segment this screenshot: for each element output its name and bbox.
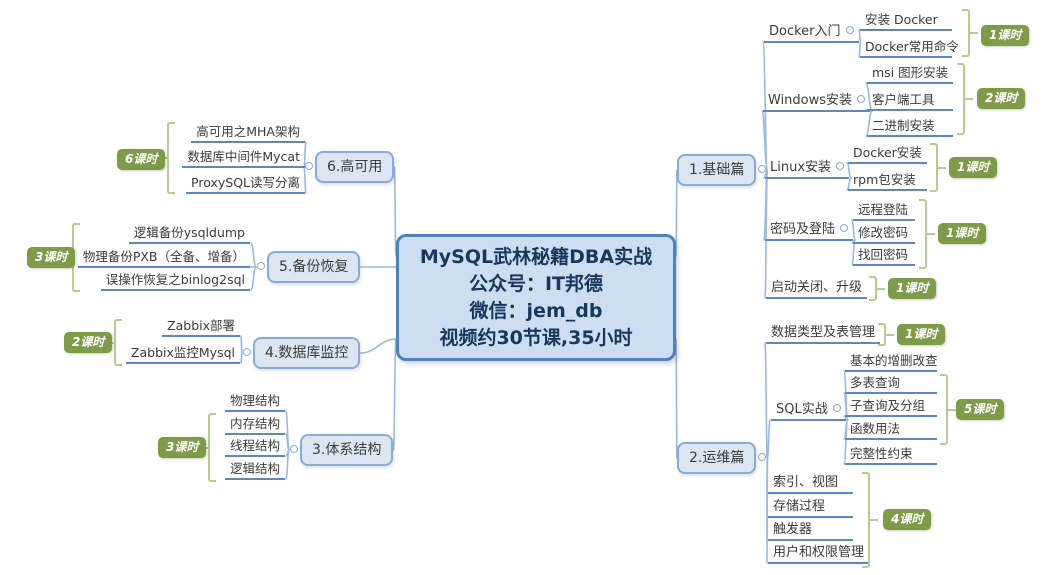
summary-bracket (930, 143, 946, 192)
badge-backup-hours[interactable]: 3课时 (27, 247, 76, 268)
branch-node-jichu-label: 1.基础篇 (689, 162, 745, 178)
leaf-proxysql-rw-split[interactable]: ProxySQL读写分离 (186, 173, 305, 194)
leaf-rpm-install[interactable]: rpm包安装 (848, 170, 927, 191)
collapse-icon[interactable] (836, 162, 845, 170)
leaf-logical-backup[interactable]: 逻辑备份ysqldump (128, 223, 250, 244)
badge-architecture-hours[interactable]: 3课时 (158, 437, 207, 458)
branch-node-beifen[interactable]: 5.备份恢复 (257, 251, 361, 283)
badge-sql-hours[interactable]: 5课时 (956, 399, 1005, 420)
summary-bracket (159, 122, 175, 194)
leaf-memory-structure[interactable]: 内存结构 (224, 414, 285, 435)
leaf-msi-install[interactable]: msi 图形安装 (867, 63, 953, 84)
summary-bracket (957, 63, 973, 135)
subtopic-sql-practice[interactable]: SQL实战 (771, 400, 846, 421)
branch-node-gaokeyong-label: 6.高可用 (327, 159, 383, 175)
subtopic-password-login[interactable]: 密码及登陆 (765, 220, 854, 241)
subtopic-start-stop-upgrade[interactable]: 启动关闭、升级 (766, 278, 868, 299)
leaf-integrity-constraints[interactable]: 完整性约束 (845, 444, 937, 465)
leaf-logical-structure[interactable]: 逻辑结构 (224, 459, 285, 480)
summary-bracket (106, 319, 122, 366)
leaf-zabbix-monitor-mysql[interactable]: Zabbix监控Mysql (125, 343, 240, 364)
summary-bracket (869, 276, 885, 301)
leaf-remote-login[interactable]: 远程登陆 (853, 200, 915, 221)
leaf-docker-commands[interactable]: Docker常用命令 (860, 37, 959, 58)
subtopic-docker-intro[interactable]: Docker入门 (764, 22, 859, 43)
collapse-icon[interactable] (840, 224, 849, 232)
leaf-thread-structure[interactable]: 线程结构 (224, 436, 285, 457)
leaf-basic-crud[interactable]: 基本的增删改查 (845, 351, 938, 372)
leaf-physical-structure[interactable]: 物理结构 (224, 391, 285, 412)
branch-node-yunwei[interactable]: 2.运维篇 (677, 442, 767, 474)
badge-ha-hours[interactable]: 6课时 (117, 149, 166, 170)
collapse-icon[interactable] (257, 262, 265, 270)
branch-node-tixi-label: 3.体系结构 (312, 442, 382, 458)
subtopic-password-login-label: 密码及登陆 (770, 222, 836, 237)
subtopic-stored-procedures[interactable]: 存储过程 (768, 497, 853, 518)
badge-password-hours[interactable]: 1课时 (938, 223, 987, 244)
collapse-icon[interactable] (290, 445, 298, 453)
leaf-recover-password[interactable]: 找回密码 (853, 245, 915, 266)
branch-node-jichu[interactable]: 1.基础篇 (677, 154, 767, 186)
subtopic-index-views[interactable]: 索引、视图 (768, 473, 853, 494)
subtopic-users-permissions[interactable]: 用户和权限管理 (768, 543, 870, 564)
leaf-mycat-middleware[interactable]: 数据库中间件Mycat (182, 147, 305, 168)
central-topic-line4: 视频约30节课,35小时 (439, 326, 633, 349)
summary-bracket (919, 199, 935, 269)
badge-docker-hours[interactable]: 1课时 (981, 25, 1030, 46)
leaf-install-docker[interactable]: 安装 Docker (860, 10, 952, 31)
collapse-icon[interactable] (305, 162, 313, 170)
leaf-subquery-grouping[interactable]: 子查询及分组 (845, 396, 937, 417)
leaf-zabbix-deploy[interactable]: Zabbix部署 (162, 316, 240, 337)
subtopic-windows-install-label: Windows安装 (768, 93, 853, 108)
badge-monitor-hours[interactable]: 2课时 (64, 332, 113, 353)
summary-bracket (200, 413, 216, 482)
branch-node-gaokeyong[interactable]: 6.高可用 (305, 151, 395, 183)
subtopic-triggers[interactable]: 触发器 (768, 520, 853, 541)
leaf-client-tools[interactable]: 客户端工具 (867, 90, 953, 111)
badge-windows-hours[interactable]: 2课时 (977, 88, 1026, 109)
leaf-physical-backup-pxb[interactable]: 物理备份PXB（全备、增备） (77, 247, 250, 268)
summary-bracket (962, 9, 978, 57)
collapse-icon[interactable] (243, 348, 251, 356)
collapse-icon[interactable] (758, 165, 767, 173)
subtopic-linux-install[interactable]: Linux安装 (765, 158, 850, 179)
leaf-docker-install[interactable]: Docker安装 (848, 143, 927, 164)
badge-startstop-hours[interactable]: 1课时 (888, 278, 937, 299)
leaf-binlog2sql-recovery[interactable]: 误操作恢复之binlog2sql (100, 270, 250, 291)
central-topic-line3: 微信：jem_db (469, 299, 603, 322)
summary-bracket (940, 374, 956, 445)
central-topic[interactable]: MySQL武林秘籍DBA实战 公众号：IT邦德 微信：jem_db 视频约30节… (396, 234, 676, 361)
badge-linux-hours[interactable]: 1课时 (949, 157, 998, 178)
leaf-function-usage[interactable]: 函数用法 (845, 419, 937, 440)
badge-datatypes-hours[interactable]: 1课时 (897, 324, 946, 345)
branch-node-jiankong-label: 4.数据库监控 (265, 345, 349, 361)
summary-bracket (862, 472, 878, 568)
central-topic-line2: 公众号：IT邦德 (468, 272, 604, 295)
leaf-binary-install[interactable]: 二进制安装 (867, 116, 953, 137)
branch-node-beifen-label: 5.备份恢复 (279, 259, 349, 275)
subtopic-linux-install-label: Linux安装 (770, 160, 832, 175)
subtopic-sql-practice-label: SQL实战 (776, 402, 828, 417)
collapse-icon[interactable] (832, 404, 841, 412)
leaf-mha-architecture[interactable]: 高可用之MHA架构 (191, 122, 305, 143)
leaf-change-password[interactable]: 修改密码 (853, 223, 915, 244)
subtopic-docker-intro-label: Docker入门 (769, 24, 841, 39)
subtopic-windows-install[interactable]: Windows安装 (763, 91, 871, 112)
branch-node-yunwei-label: 2.运维篇 (689, 450, 745, 466)
subtopic-datatypes-tables[interactable]: 数据类型及表管理 (766, 323, 881, 344)
collapse-icon[interactable] (845, 26, 854, 34)
branch-node-tixi[interactable]: 3.体系结构 (290, 434, 394, 466)
central-topic-title: MySQL武林秘籍DBA实战 (419, 245, 653, 268)
branch-node-jiankong[interactable]: 4.数据库监控 (243, 337, 361, 369)
collapse-icon[interactable] (857, 95, 866, 103)
badge-admin-hours[interactable]: 4课时 (883, 509, 932, 530)
collapse-icon[interactable] (758, 453, 767, 461)
summary-bracket (878, 323, 894, 346)
leaf-multi-table-query[interactable]: 多表查询 (845, 373, 937, 394)
